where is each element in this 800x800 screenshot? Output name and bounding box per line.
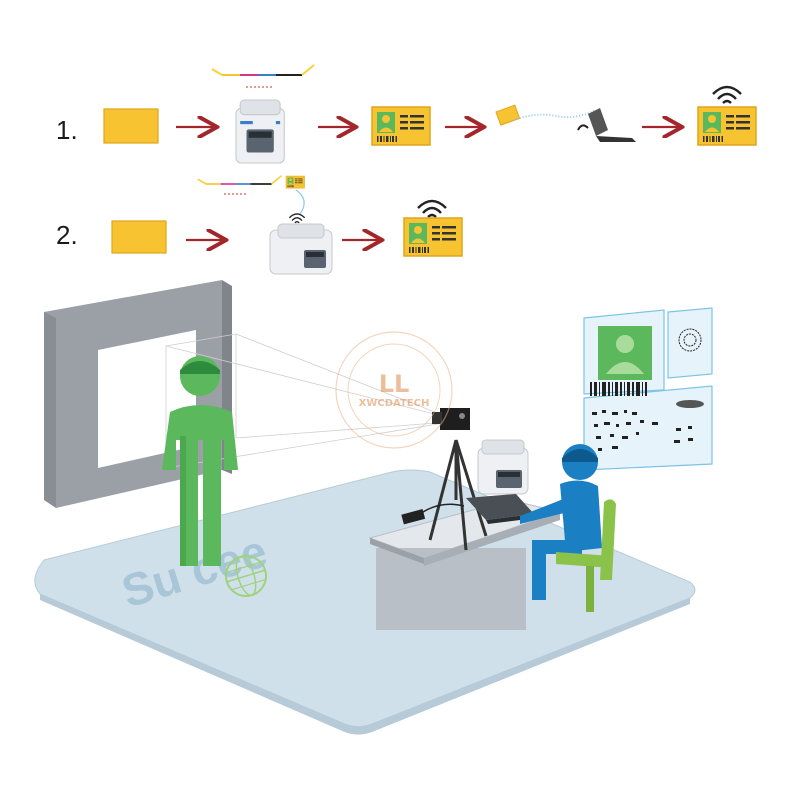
wifi-icon — [713, 87, 741, 103]
watermark-brand: XWCDATECH — [359, 398, 430, 409]
step-1-label: 1. — [56, 115, 78, 145]
card-printer-icon — [236, 100, 284, 163]
data-link — [296, 190, 304, 214]
contactless-id-card-icon — [404, 218, 462, 256]
watermark-mark: ꓡꓡ — [379, 370, 410, 398]
id-card-icon — [372, 107, 430, 145]
card-printer-icon — [478, 440, 528, 494]
process-row-1: 1. — [56, 65, 756, 163]
watermark: ꓡꓡ XWCDATECH — [336, 332, 452, 448]
id-data-display — [584, 308, 712, 470]
step-2-label: 2. — [56, 220, 78, 250]
contactless-id-card-icon — [698, 107, 756, 145]
card-blank-icon — [112, 221, 166, 253]
process-row-2: 2. — [56, 176, 462, 274]
card-encoding-icon — [496, 105, 596, 125]
wifi-icon — [418, 201, 446, 217]
ribbon-icon — [212, 65, 314, 75]
card-printer-icon — [270, 224, 332, 274]
wifi-icon — [289, 214, 304, 223]
mini-id-card-icon — [286, 176, 305, 188]
fingerprint-icon — [668, 308, 712, 378]
signature-icon — [676, 400, 704, 408]
card-blank-icon — [104, 109, 158, 143]
ribbon-icon — [198, 176, 282, 184]
camera-icon — [432, 408, 470, 430]
laptop-icon — [578, 108, 636, 142]
